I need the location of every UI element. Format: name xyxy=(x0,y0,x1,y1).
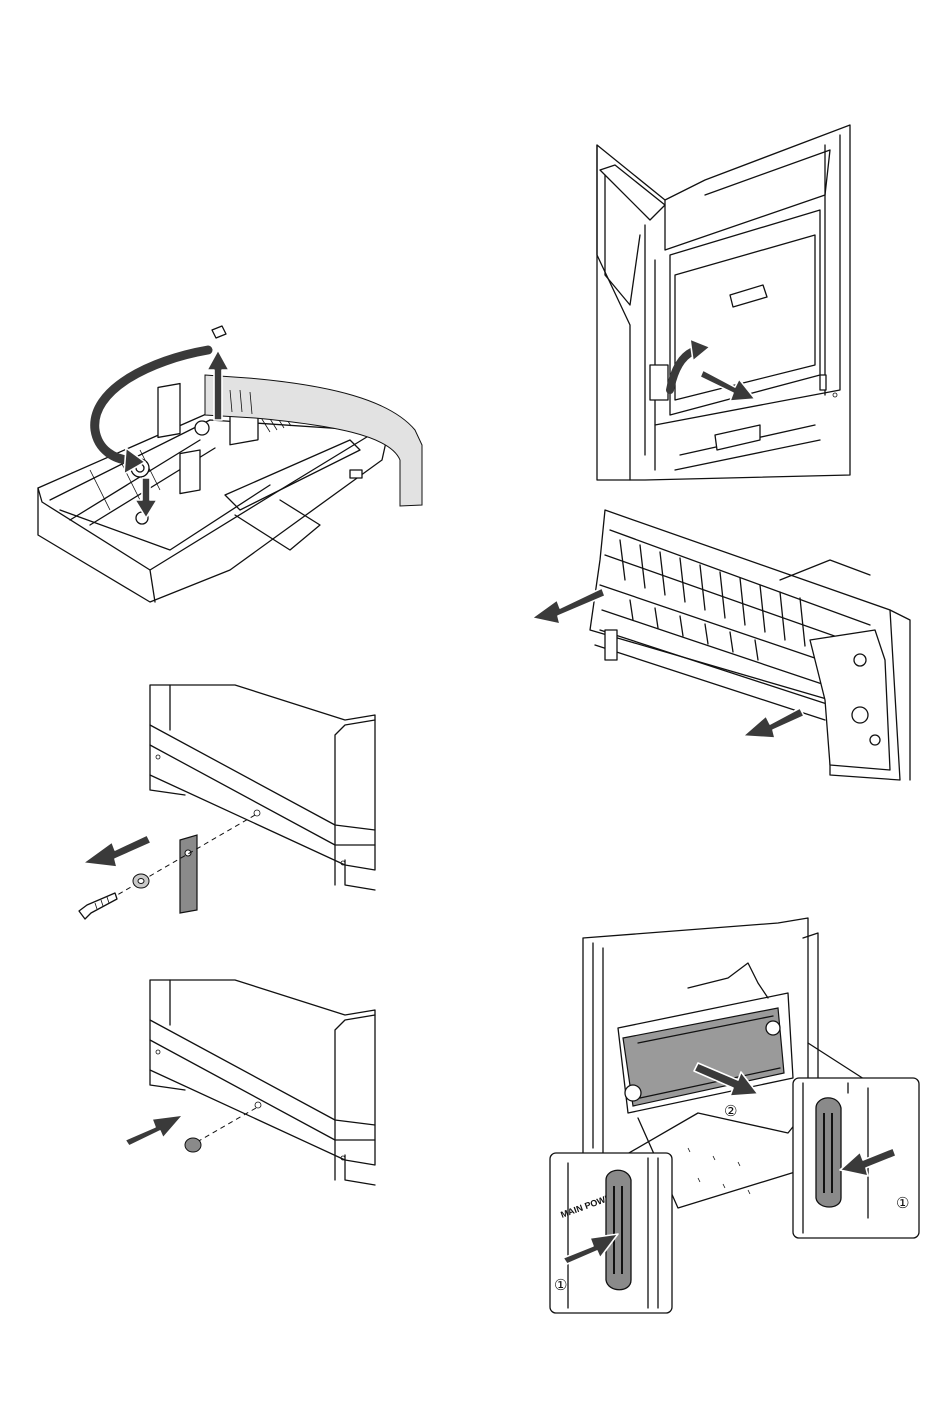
step-1-right-label: ① xyxy=(896,1194,909,1212)
side-panel-install-figure xyxy=(115,980,380,1185)
front-cover-figure xyxy=(585,125,860,480)
main-unit-figure: ② ① MAIN POWER ① xyxy=(548,918,920,1318)
step-2-label: ② xyxy=(724,1102,737,1120)
fusing-unit-figure xyxy=(530,500,915,785)
side-panel-remove-figure xyxy=(75,685,380,930)
cassette-figure xyxy=(30,320,430,610)
step-1-left-label: ① xyxy=(554,1276,567,1294)
